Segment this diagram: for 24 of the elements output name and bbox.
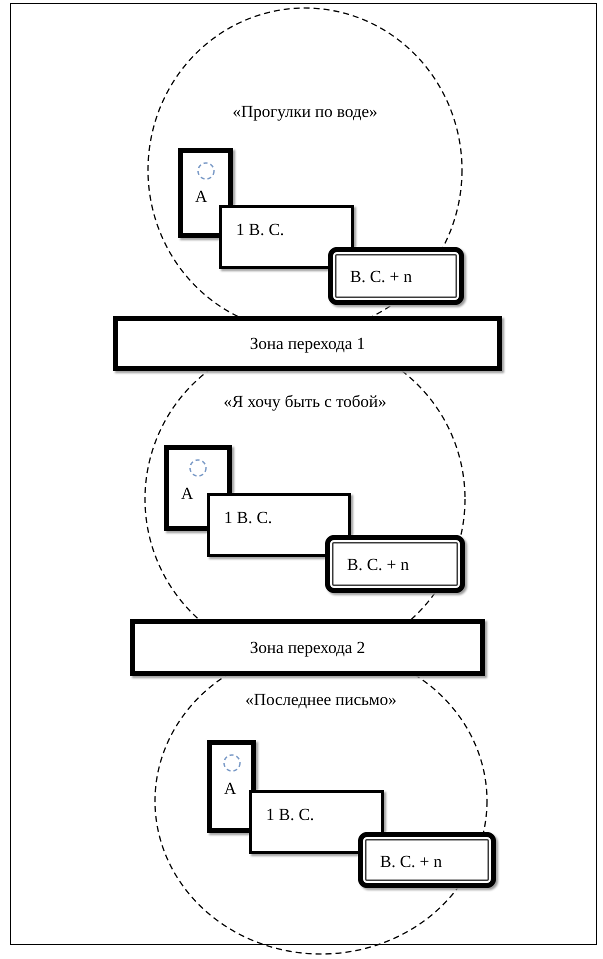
zone-label: Зона перехода 2 — [250, 638, 366, 658]
card-label: А — [181, 484, 194, 504]
region-title: «Я хочу быть с тобой» — [222, 392, 388, 412]
card-label: В. С. + n — [347, 555, 410, 575]
card-label: А — [224, 779, 236, 799]
card — [219, 205, 354, 269]
rounded-card — [325, 535, 465, 593]
card-label: В. С. + n — [350, 267, 412, 287]
rounded-card — [358, 832, 496, 888]
card — [207, 493, 351, 557]
card — [249, 790, 384, 854]
transition-zone-band — [113, 316, 502, 371]
transition-zone-band — [130, 619, 485, 676]
card-label: 1 В. С. — [224, 508, 272, 528]
rounded-card — [328, 247, 464, 305]
card-label: В. С. + n — [380, 852, 442, 872]
card-label: А — [195, 187, 208, 207]
card-label: 1 В. С. — [266, 805, 314, 825]
card-label: 1 В. С. — [236, 220, 284, 240]
region-title: «Последнее письмо» — [244, 690, 398, 710]
region-title: «Прогулки по воде» — [231, 102, 379, 122]
zone-label: Зона перехода 1 — [250, 334, 366, 354]
card — [178, 148, 233, 238]
card — [207, 740, 256, 833]
